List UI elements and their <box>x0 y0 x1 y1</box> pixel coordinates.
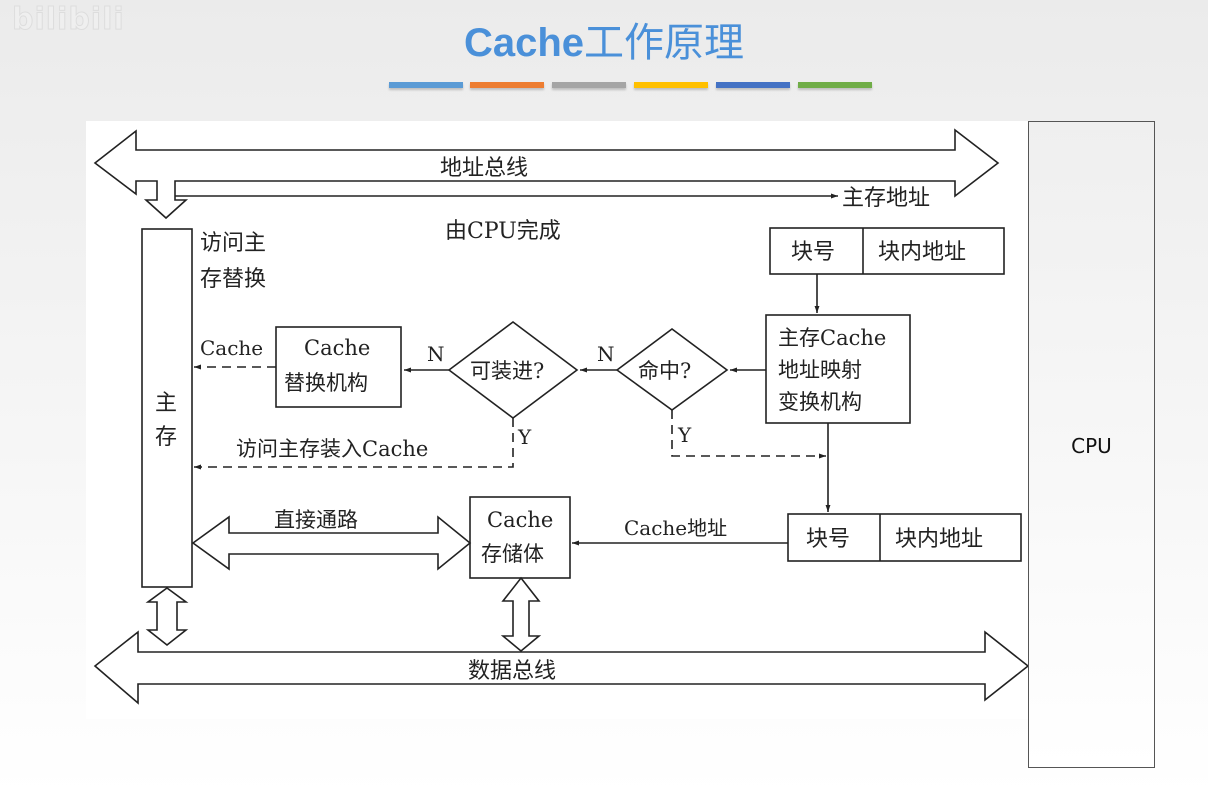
addr-top-block-no: 块号 <box>791 240 835 265</box>
title-latin: Cache <box>463 21 585 65</box>
replace-unit-label-1: Cache <box>304 336 370 360</box>
cache-storage-label-2: 存储体 <box>481 542 544 566</box>
mapping-unit-label-1: 主存Cache <box>778 326 886 350</box>
main-address-label: 主存地址 <box>842 186 930 211</box>
load-cache-label: 访问主存装入Cache <box>236 437 428 461</box>
addr-bottom-block-no: 块号 <box>806 527 850 552</box>
access-main-replace-label-1: 访问主 <box>200 231 266 256</box>
main-memory-label-1: 主 <box>155 391 177 416</box>
cache-address-label: Cache地址 <box>624 516 727 540</box>
cpu-label: CPU <box>1071 434 1112 458</box>
direct-path-label: 直接通路 <box>274 508 358 532</box>
hit-diamond <box>615 328 729 411</box>
divider-bar <box>634 82 708 88</box>
cache-out-label: Cache <box>200 336 263 360</box>
data-bus-arrow <box>93 630 1030 705</box>
loadable-yes-label: Y <box>517 425 532 449</box>
cache-storage-label-1: Cache <box>487 508 553 532</box>
replace-unit-box <box>275 326 402 408</box>
page-title: Cache工作原理 <box>0 10 1208 68</box>
title-cjk: 工作原理 <box>584 20 745 66</box>
address-register-bottom <box>787 513 1022 562</box>
direct-path-arrow <box>191 515 472 571</box>
cache-databus-arrow <box>500 576 542 653</box>
cpu-box: CPU <box>1028 121 1155 768</box>
divider-bar <box>798 82 872 88</box>
access-main-replace-label-2: 存替换 <box>200 267 266 292</box>
divider-bar <box>389 82 463 88</box>
divider-bar <box>716 82 790 88</box>
loadable-no-label: N <box>427 342 445 366</box>
mapping-unit-label-2: 地址映射 <box>778 358 862 382</box>
address-register-top <box>769 227 1005 275</box>
cache-storage-box <box>469 496 571 579</box>
hit-no-label: N <box>597 342 615 366</box>
mapping-unit-box <box>765 314 911 424</box>
mapping-unit-label-3: 变换机构 <box>778 390 862 414</box>
hit-yes-label: Y <box>677 423 692 447</box>
data-bus-label: 数据总线 <box>468 659 556 684</box>
divider-bar <box>552 82 626 88</box>
loadable-decision-label: 可装进? <box>470 359 544 383</box>
memory-databus-arrow <box>145 587 189 647</box>
address-bus-arrow <box>93 128 1000 220</box>
divider-bar <box>470 82 544 88</box>
main-memory-box <box>141 228 193 588</box>
addr-top-offset: 块内地址 <box>878 240 966 265</box>
hit-decision-label: 命中? <box>638 359 691 383</box>
main-memory-label-2: 存 <box>155 425 177 450</box>
watermark-logo: bilibili <box>12 2 125 38</box>
loadable-diamond <box>447 321 579 419</box>
by-cpu-label: 由CPU完成 <box>445 219 561 244</box>
replace-unit-label-2: 替换机构 <box>284 371 368 395</box>
addr-bottom-offset: 块内地址 <box>895 527 983 552</box>
address-bus-label: 地址总线 <box>440 156 528 181</box>
